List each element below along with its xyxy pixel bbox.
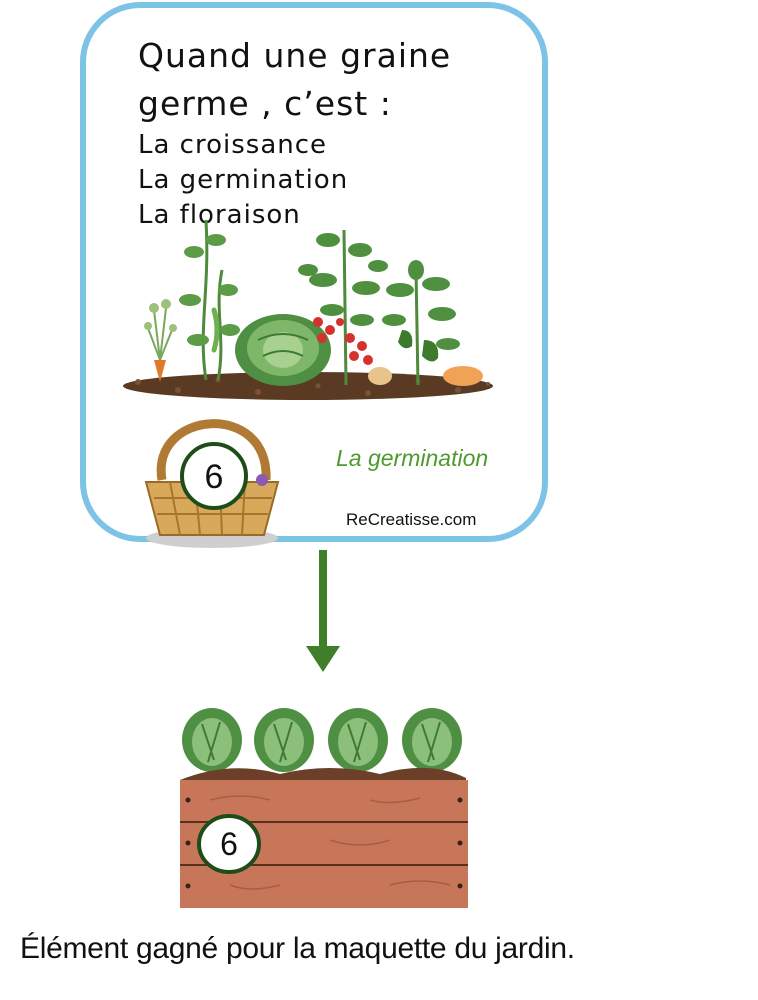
option-croissance[interactable]: La croissance xyxy=(138,130,328,160)
crate-number-badge: 6 xyxy=(197,814,261,874)
question-block: Quand une graine germe , c’est : La croi… xyxy=(138,32,538,233)
lettuce-row xyxy=(182,708,462,772)
down-arrow-icon xyxy=(306,550,340,672)
reward-caption: Élément gagné pour la maquette du jardin… xyxy=(20,932,575,965)
card-number: 6 xyxy=(205,458,224,496)
site-credit: ReCreatisse.com xyxy=(346,510,477,529)
option-germination[interactable]: La germination xyxy=(138,165,349,195)
crate-number: 6 xyxy=(220,826,238,862)
answer-label: La germination xyxy=(336,445,489,471)
lettuce-crate-illustration xyxy=(180,708,468,908)
option-floraison[interactable]: La floraison xyxy=(138,200,301,230)
question-title-line-1: Quand une graine xyxy=(138,36,452,75)
question-title-line-2: germe , c’est : xyxy=(138,84,392,123)
card-number-badge: 6 xyxy=(180,442,248,510)
vegetable-garden-illustration xyxy=(123,219,493,400)
